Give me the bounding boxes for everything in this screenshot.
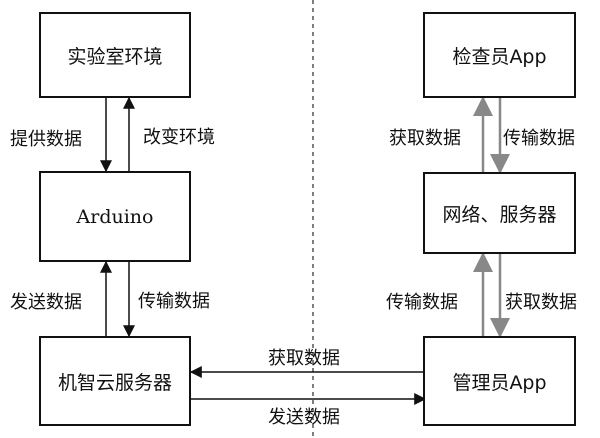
edge-label-provide-data: 提供数据 xyxy=(10,129,82,150)
node-lab-environment: 实验室环境 xyxy=(39,12,191,98)
edge-label-send-data-left: 发送数据 xyxy=(10,292,82,313)
edge-label-change-env: 改变环境 xyxy=(143,127,215,148)
edge-label-send-data-horizontal: 发送数据 xyxy=(268,407,340,428)
edge-label-transfer-data-bottom-right: 传输数据 xyxy=(386,292,458,313)
node-label: 机智云服务器 xyxy=(57,371,172,394)
node-arduino: Arduino xyxy=(39,171,191,262)
node-label: 实验室环境 xyxy=(67,45,163,68)
edge-label-get-data-horizontal: 获取数据 xyxy=(268,348,340,369)
node-network-server: 网络、服务器 xyxy=(423,172,576,254)
node-admin-app: 管理员App xyxy=(423,336,576,426)
edge-label-transfer-data-top-right: 传输数据 xyxy=(503,128,575,149)
node-label: 检查员App xyxy=(452,45,547,68)
node-cloud-server: 机智云服务器 xyxy=(39,336,191,426)
edge-label-get-data-top-right: 获取数据 xyxy=(389,128,461,149)
edge-label-get-data-bottom-right: 获取数据 xyxy=(505,292,577,313)
node-label: Arduino xyxy=(76,205,154,228)
node-inspector-app: 检查员App xyxy=(423,12,576,98)
node-label: 网络、服务器 xyxy=(442,203,557,226)
node-label: 管理员App xyxy=(452,371,547,394)
edge-label-transfer-data-left: 传输数据 xyxy=(138,291,210,312)
